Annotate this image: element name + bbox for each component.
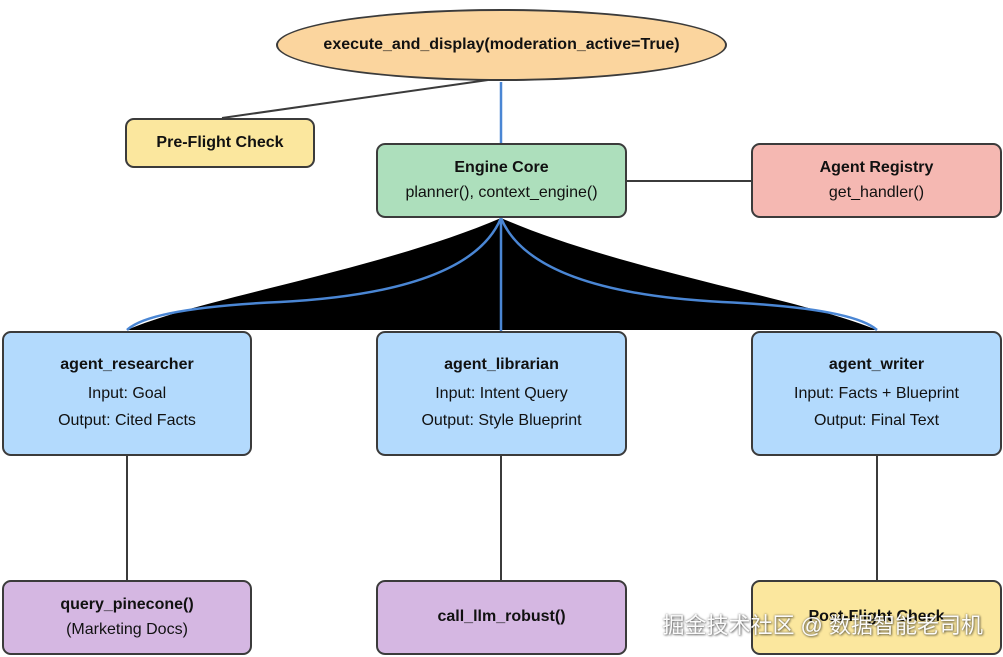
- agent-output: Output: Cited Facts: [58, 412, 196, 430]
- agent-researcher-node: agent_researcher Input: Goal Output: Cit…: [2, 331, 252, 456]
- root-label: execute_and_display(moderation_active=Tr…: [323, 36, 680, 53]
- agent-title: agent_researcher: [60, 356, 194, 374]
- agent-input: Input: Facts + Blueprint: [794, 384, 959, 402]
- edge-engine-writer: [499, 217, 878, 331]
- agent-writer-node: agent_writer Input: Facts + Blueprint Ou…: [751, 331, 1002, 456]
- watermark-text: 掘金技术社区 @ 数据智能老司机: [662, 613, 983, 638]
- tool-subtitle: (Marketing Docs): [66, 620, 188, 638]
- root-node: execute_and_display(moderation_active=Tr…: [276, 9, 727, 81]
- engine-core-node: Engine Core planner(), context_engine(): [376, 143, 627, 218]
- edge-engine-researcher: [126, 217, 503, 331]
- engine-subtitle: planner(), context_engine(): [405, 183, 598, 201]
- call-llm-robust-node: call_llm_robust(): [376, 580, 627, 655]
- registry-title: Agent Registry: [819, 158, 934, 176]
- agent-input: Input: Intent Query: [435, 384, 568, 402]
- query-pinecone-node: query_pinecone() (Marketing Docs): [2, 580, 252, 655]
- post-flight-node: Post-Flight Check: [751, 580, 1002, 655]
- tool-title: call_llm_robust(): [437, 608, 566, 626]
- agent-registry-node: Agent Registry get_handler(): [751, 143, 1002, 218]
- preflight-node: Pre-Flight Check: [125, 118, 315, 168]
- engine-title: Engine Core: [454, 158, 549, 176]
- preflight-title: Pre-Flight Check: [156, 133, 284, 151]
- tool-title: Post-Flight Check: [808, 608, 945, 626]
- tool-title: query_pinecone(): [60, 595, 194, 613]
- agent-input: Input: Goal: [87, 384, 167, 402]
- agent-title: agent_librarian: [444, 356, 559, 374]
- agent-output: Output: Style Blueprint: [421, 412, 582, 430]
- agent-output: Output: Final Text: [813, 412, 940, 430]
- edge-root-preflight: [221, 79, 489, 119]
- agent-librarian-node: agent_librarian Input: Intent Query Outp…: [376, 331, 627, 456]
- registry-subtitle: get_handler(): [828, 183, 925, 201]
- agent-title: agent_writer: [828, 356, 925, 374]
